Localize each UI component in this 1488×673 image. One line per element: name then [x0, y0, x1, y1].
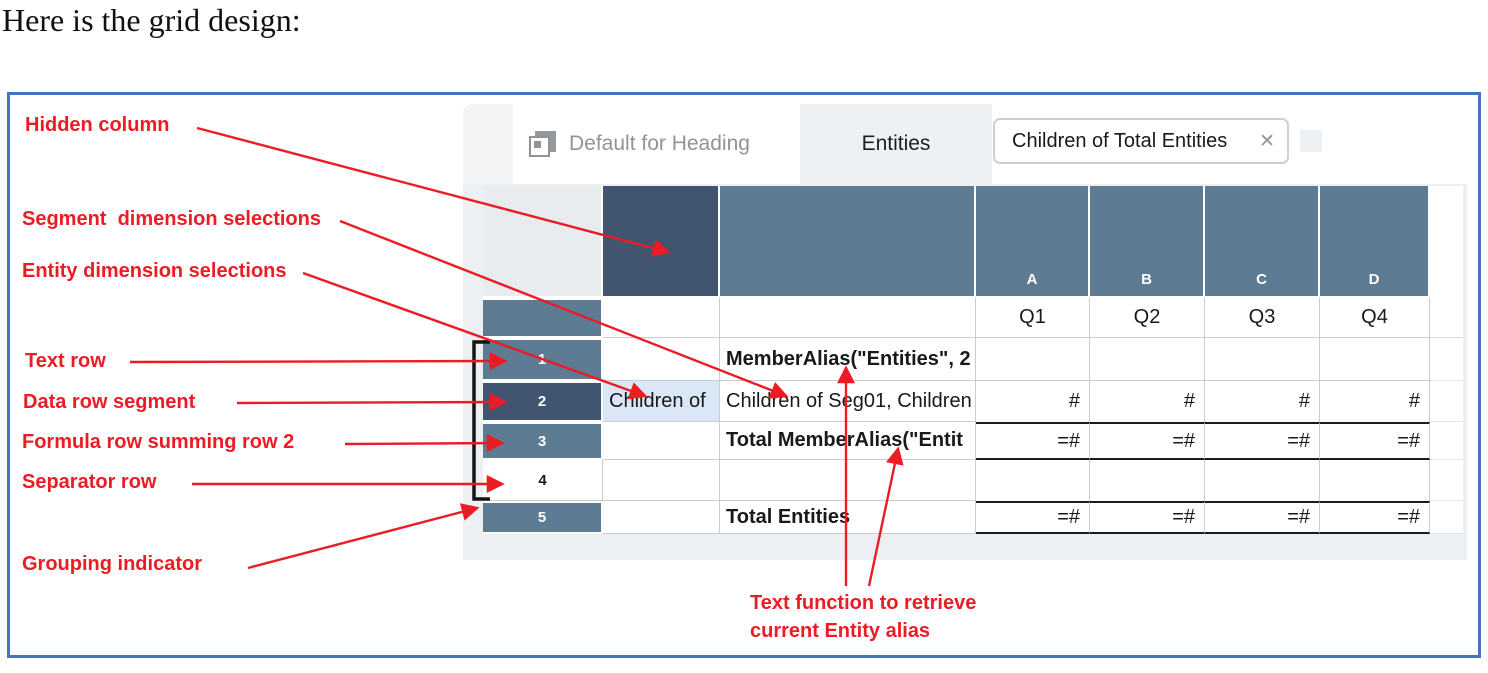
annotation-footnote: Text function to retrieve current Entity… — [750, 589, 976, 645]
tab-default-for-heading[interactable]: Default for Heading — [513, 104, 800, 184]
cell-r2-A[interactable]: # — [976, 381, 1090, 422]
col-header-A[interactable]: A — [976, 186, 1090, 298]
cell-r3-D[interactable]: =# — [1320, 422, 1430, 460]
cell-r2-partial — [1430, 381, 1463, 422]
cell-r1-hidden[interactable] — [603, 338, 720, 381]
cell-r1-partial — [1430, 338, 1463, 381]
qtr-cell-Q2[interactable]: Q2 — [1090, 298, 1205, 338]
tab-entities[interactable]: Entities — [800, 104, 992, 184]
footnote-line-1: Text function to retrieve — [750, 592, 977, 614]
selection-chip-children-of-total-entities[interactable]: Children of Total Entities ✕ — [993, 118, 1289, 164]
page-title: Here is the grid design: — [2, 2, 301, 38]
cell-r3-hidden[interactable] — [603, 422, 720, 460]
selection-chip-label: Children of Total Entities — [1012, 129, 1228, 152]
qtr-text-cell[interactable] — [720, 298, 976, 338]
cell-r2-B[interactable]: # — [1090, 381, 1205, 422]
cell-r3-text[interactable]: Total MemberAlias("Entit — [720, 422, 976, 460]
cell-r2-C[interactable]: # — [1205, 381, 1320, 422]
row-header-1[interactable]: 1 — [483, 338, 603, 381]
cell-r3-B[interactable]: =# — [1090, 422, 1205, 460]
cell-r3-partial — [1430, 422, 1463, 460]
text-column-header[interactable] — [720, 186, 976, 298]
cell-r5-B[interactable]: =# — [1090, 501, 1205, 534]
partial-column-header — [1430, 186, 1463, 298]
tab-default-label: Default for Heading — [569, 132, 750, 155]
cell-r2-D[interactable]: # — [1320, 381, 1430, 422]
row-header-5[interactable]: 5 — [483, 501, 603, 534]
qtr-cell-Q1[interactable]: Q1 — [976, 298, 1090, 338]
annotation-label-data-row-segment: Data row segment — [23, 391, 196, 413]
row-header-2[interactable]: 2 — [483, 381, 603, 422]
annotation-label-entity-selections: Entity dimension selections — [22, 260, 287, 282]
cell-r2-text[interactable]: Children of Seg01, Children — [720, 381, 976, 422]
cell-r3-C[interactable]: =# — [1205, 422, 1320, 460]
corner-header-cell[interactable] — [483, 186, 603, 298]
cell-r1-text[interactable]: MemberAlias("Entities", 2 — [720, 338, 976, 381]
qtr-partial-cell — [1430, 298, 1463, 338]
col-header-D[interactable]: D — [1320, 186, 1430, 298]
cell-r4-hidden[interactable] — [603, 460, 720, 501]
row-header-3[interactable]: 3 — [483, 422, 603, 460]
cell-r5-partial — [1430, 501, 1463, 534]
cell-r1-D[interactable] — [1320, 338, 1430, 381]
cell-r4-C[interactable] — [1205, 460, 1320, 501]
qtr-cell-Q3[interactable]: Q3 — [1205, 298, 1320, 338]
tab-bar-leading-segment — [463, 104, 513, 184]
cell-r4-B[interactable] — [1090, 460, 1205, 501]
cell-r1-A[interactable] — [976, 338, 1090, 381]
annotation-label-hidden-column: Hidden column — [25, 114, 170, 136]
cell-r5-C[interactable]: =# — [1205, 501, 1320, 534]
annotation-label-segment-selections: Segment dimension selections — [22, 208, 321, 230]
col-header-C[interactable]: C — [1205, 186, 1320, 298]
cell-r2-hidden[interactable]: Children of — [603, 381, 720, 422]
annotation-label-text-row: Text row — [25, 350, 106, 372]
qtr-cell-Q4[interactable]: Q4 — [1320, 298, 1430, 338]
annotation-label-separator-row: Separator row — [22, 471, 157, 493]
annotation-label-formula-row: Formula row summing row 2 — [22, 431, 295, 453]
cell-r5-A[interactable]: =# — [976, 501, 1090, 534]
annotation-label-grouping-indicator: Grouping indicator — [22, 553, 202, 575]
footnote-line-2: current Entity alias — [750, 620, 931, 642]
row-header-quarters[interactable] — [483, 298, 603, 338]
cell-r5-hidden[interactable] — [603, 501, 720, 534]
cell-r1-C[interactable] — [1205, 338, 1320, 381]
row-header-4[interactable]: 4 — [483, 460, 603, 501]
layered-squares-icon — [529, 131, 556, 157]
chip-close-icon[interactable]: ✕ — [1259, 130, 1275, 152]
cell-r4-partial — [1430, 460, 1463, 501]
cell-r4-text[interactable] — [720, 460, 976, 501]
faded-chip-fragment — [1300, 130, 1322, 152]
cell-r4-D[interactable] — [1320, 460, 1430, 501]
hidden-column-header[interactable] — [603, 186, 720, 298]
cell-r3-A[interactable]: =# — [976, 422, 1090, 460]
qtr-hidden-cell[interactable] — [603, 298, 720, 338]
cell-r5-text[interactable]: Total Entities — [720, 501, 976, 534]
cell-r1-B[interactable] — [1090, 338, 1205, 381]
col-header-B[interactable]: B — [1090, 186, 1205, 298]
cell-r4-A[interactable] — [976, 460, 1090, 501]
cell-r5-D[interactable]: =# — [1320, 501, 1430, 534]
